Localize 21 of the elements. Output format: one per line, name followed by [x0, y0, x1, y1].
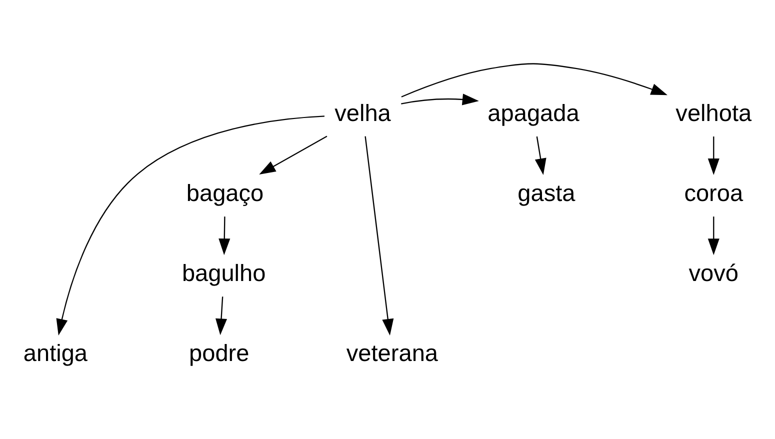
arrow — [401, 93, 479, 105]
node-text: podre — [189, 339, 250, 366]
node-text: coroa — [684, 179, 744, 206]
arrow — [401, 62, 668, 97]
node-text: velhota — [676, 99, 752, 126]
node-text: apagada — [488, 99, 580, 126]
node-text: bagulho — [182, 259, 266, 286]
arrow — [56, 115, 324, 335]
node-text: antiga — [23, 339, 88, 366]
node-text: veterana — [346, 339, 438, 366]
node-text: velha — [334, 99, 391, 126]
arrow — [708, 136, 720, 175]
arrow — [259, 135, 328, 174]
node-text: gasta — [518, 179, 576, 206]
node-text: bagaço — [186, 179, 264, 206]
arrow — [218, 216, 230, 255]
arrow — [708, 216, 720, 255]
arrow — [534, 136, 546, 174]
node-text: vovó — [688, 259, 739, 286]
arrow — [364, 136, 394, 335]
arrow — [216, 296, 228, 335]
